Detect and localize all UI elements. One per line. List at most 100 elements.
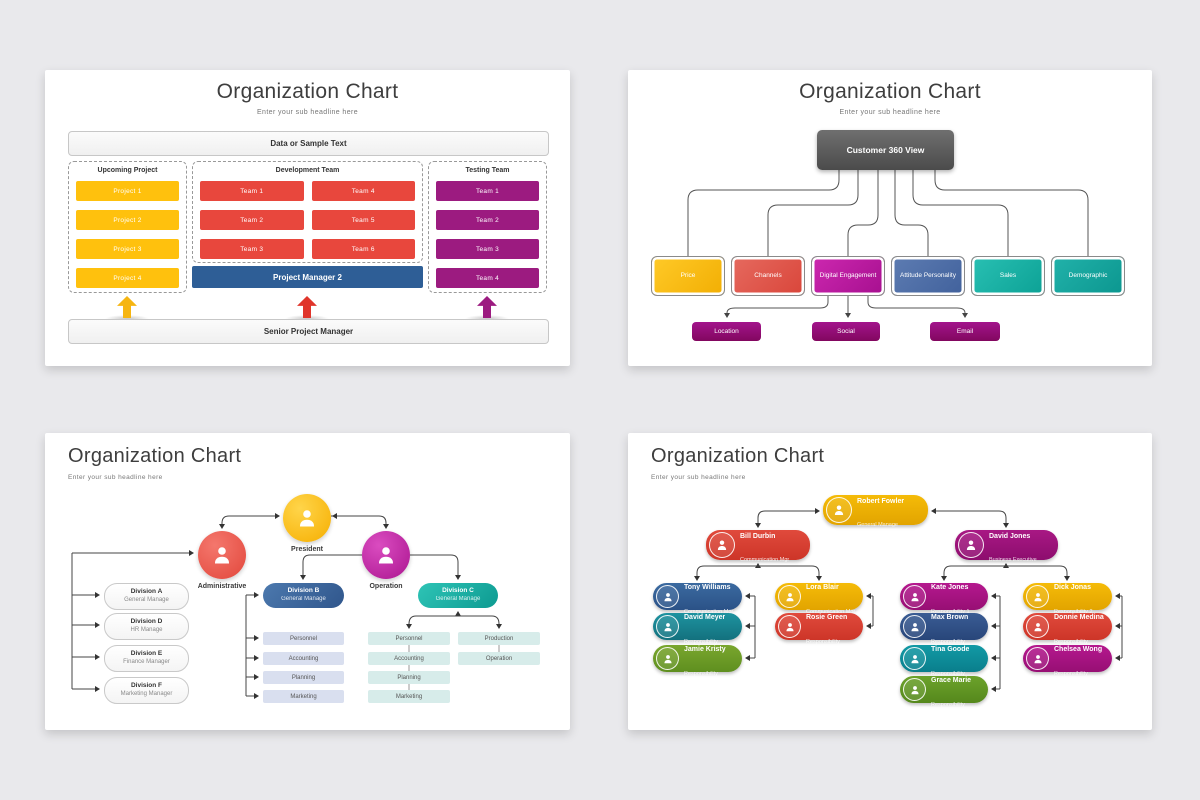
person-role: Responsibility 1 xyxy=(931,608,970,615)
person-role: Responsibility xyxy=(931,638,965,645)
division-role: HR Manage xyxy=(130,626,163,633)
division-role: General Manage xyxy=(281,595,326,602)
person-name: Max Brown xyxy=(931,614,969,622)
person-node: David Meyer Responsibility xyxy=(653,613,742,645)
administrative-label: Administrative xyxy=(197,583,247,590)
project-box: Project 2 xyxy=(76,210,179,230)
division-name: Division C xyxy=(442,587,474,595)
person-node: Max Brown Responsibility xyxy=(900,613,988,645)
page-subtitle: Enter your sub headline here xyxy=(68,474,163,481)
node-demographic: Demographic xyxy=(1051,256,1125,296)
team-box: Team 4 xyxy=(436,268,539,288)
dept-box: Operation xyxy=(458,652,540,665)
operation-circle xyxy=(362,531,410,579)
slide-thumbnail-4[interactable]: Organization Chart Enter your sub headli… xyxy=(628,433,1152,730)
person-node: David Jones Business Executive xyxy=(955,530,1058,563)
person-node: Tina Goode Responsibility xyxy=(900,645,988,677)
person-icon xyxy=(1034,622,1041,631)
person-role: Responsibility xyxy=(931,701,965,708)
team-box: Team 5 xyxy=(311,210,415,230)
slide-thumbnail-2[interactable]: Organization Chart Enter your sub headli… xyxy=(628,70,1152,366)
administrative-circle xyxy=(198,531,246,579)
person-name: Rosie Green xyxy=(806,614,848,622)
team-box: Team 3 xyxy=(436,239,539,259)
person-name: Dick Jonas xyxy=(1054,584,1091,592)
person-role: Business Executive xyxy=(989,557,1037,563)
division-name: Division B xyxy=(287,587,320,595)
dept-box: Accounting xyxy=(368,652,450,665)
person-role: Communication Mgr xyxy=(806,608,856,615)
node-channels: Channels xyxy=(731,256,805,296)
page-subtitle: Enter your sub headline here xyxy=(651,474,746,481)
division-name: Division D xyxy=(130,618,163,626)
person-role: General Manage xyxy=(857,522,898,528)
node-email: Email xyxy=(930,322,1000,341)
page-title: Organization Chart xyxy=(799,80,981,103)
page-subtitle: Enter your sub headline here xyxy=(256,109,359,116)
person-node: Kate Jones Responsibility 1 xyxy=(900,583,988,615)
slide-thumbnail-3[interactable]: Organization Chart Enter your sub headli… xyxy=(45,433,570,730)
person-name: Chelsea Wong xyxy=(1054,646,1103,654)
group-upcoming-project: Upcoming Project Project 1 Project 2 Pro… xyxy=(68,161,187,293)
person-icon xyxy=(717,540,727,550)
person-icon xyxy=(1034,592,1041,601)
person-name: Bill Durbin xyxy=(740,532,776,540)
person-name: Tony Williams xyxy=(684,584,731,592)
team-box: Team 1 xyxy=(200,181,304,201)
arrow-shadow xyxy=(285,315,329,322)
person-icon xyxy=(911,592,918,601)
operation-label: Operation xyxy=(369,583,403,590)
division-name: Division E xyxy=(130,650,163,658)
person-icon xyxy=(911,685,918,694)
division-f-node: Division F Marketing Manager xyxy=(104,677,189,704)
division-name: Division F xyxy=(130,682,163,690)
node-digital-engagement: Digital Engagement xyxy=(811,256,885,296)
group-development-team: Development Team Team 1 Team 2 Team 3 Te… xyxy=(192,161,423,263)
person-icon xyxy=(911,654,918,663)
group-testing-team: Testing Team Team 1 Team 2 Team 3 Team 4 xyxy=(428,161,547,293)
division-b-node: Division B General Manage xyxy=(263,583,344,608)
person-role: Responsibility xyxy=(1054,670,1088,677)
person-icon xyxy=(786,592,793,601)
page-title: Organization Chart xyxy=(68,445,242,467)
person-name: David Meyer xyxy=(684,614,726,622)
person-node: Donnie Medina Responsibility xyxy=(1023,613,1112,645)
person-name: Kate Jones xyxy=(931,584,969,592)
person-node: Chelsea Wong Responsibility xyxy=(1023,645,1112,677)
division-e-node: Division E Finance Manager xyxy=(104,645,189,672)
person-role: Responsibility xyxy=(684,670,718,677)
person-icon xyxy=(379,547,393,564)
person-role: Responsibility xyxy=(1054,638,1088,645)
person-name: Tina Goode xyxy=(931,646,970,654)
team-box: Team 6 xyxy=(311,239,415,259)
person-name: David Jones xyxy=(989,532,1031,540)
president-circle xyxy=(283,494,331,542)
slide-thumbnail-1[interactable]: Organization Chart Enter your sub headli… xyxy=(45,70,570,366)
node-price: Price xyxy=(651,256,725,296)
dept-box: Personnel xyxy=(263,632,344,645)
division-c-node: Division C General Manage xyxy=(418,583,498,608)
person-icon xyxy=(1034,654,1041,663)
person-node: Jamie Kristy Responsibility xyxy=(653,645,742,677)
page-title: Organization Chart xyxy=(651,445,825,467)
person-node: Tony Williams Communication Mgr xyxy=(653,583,742,615)
person-role: Communication Mgr xyxy=(684,608,734,615)
senior-project-manager-bar: Senior Project Manager xyxy=(68,319,549,344)
division-role: Finance Manager xyxy=(123,658,170,665)
dept-box: Planning xyxy=(263,671,344,684)
person-role: Communication Mgr xyxy=(740,557,790,563)
person-role: Responsibility xyxy=(931,670,965,677)
team-box: Team 3 xyxy=(200,239,304,259)
dept-box: Personnel xyxy=(368,632,450,645)
page-subtitle: Enter your sub headline here xyxy=(839,109,941,116)
person-node: Dick Jonas Responsibility 2 xyxy=(1023,583,1112,615)
person-icon xyxy=(834,505,844,515)
person-name: Donnie Medina xyxy=(1054,614,1104,622)
division-role: General Manage xyxy=(124,596,169,603)
dept-box: Marketing xyxy=(368,690,450,703)
person-node-root: Robert Fowler General Manage xyxy=(823,495,928,528)
project-box: Project 4 xyxy=(76,268,179,288)
person-icon xyxy=(215,547,229,564)
arrow-shadow xyxy=(105,315,149,322)
team-box: Team 2 xyxy=(200,210,304,230)
